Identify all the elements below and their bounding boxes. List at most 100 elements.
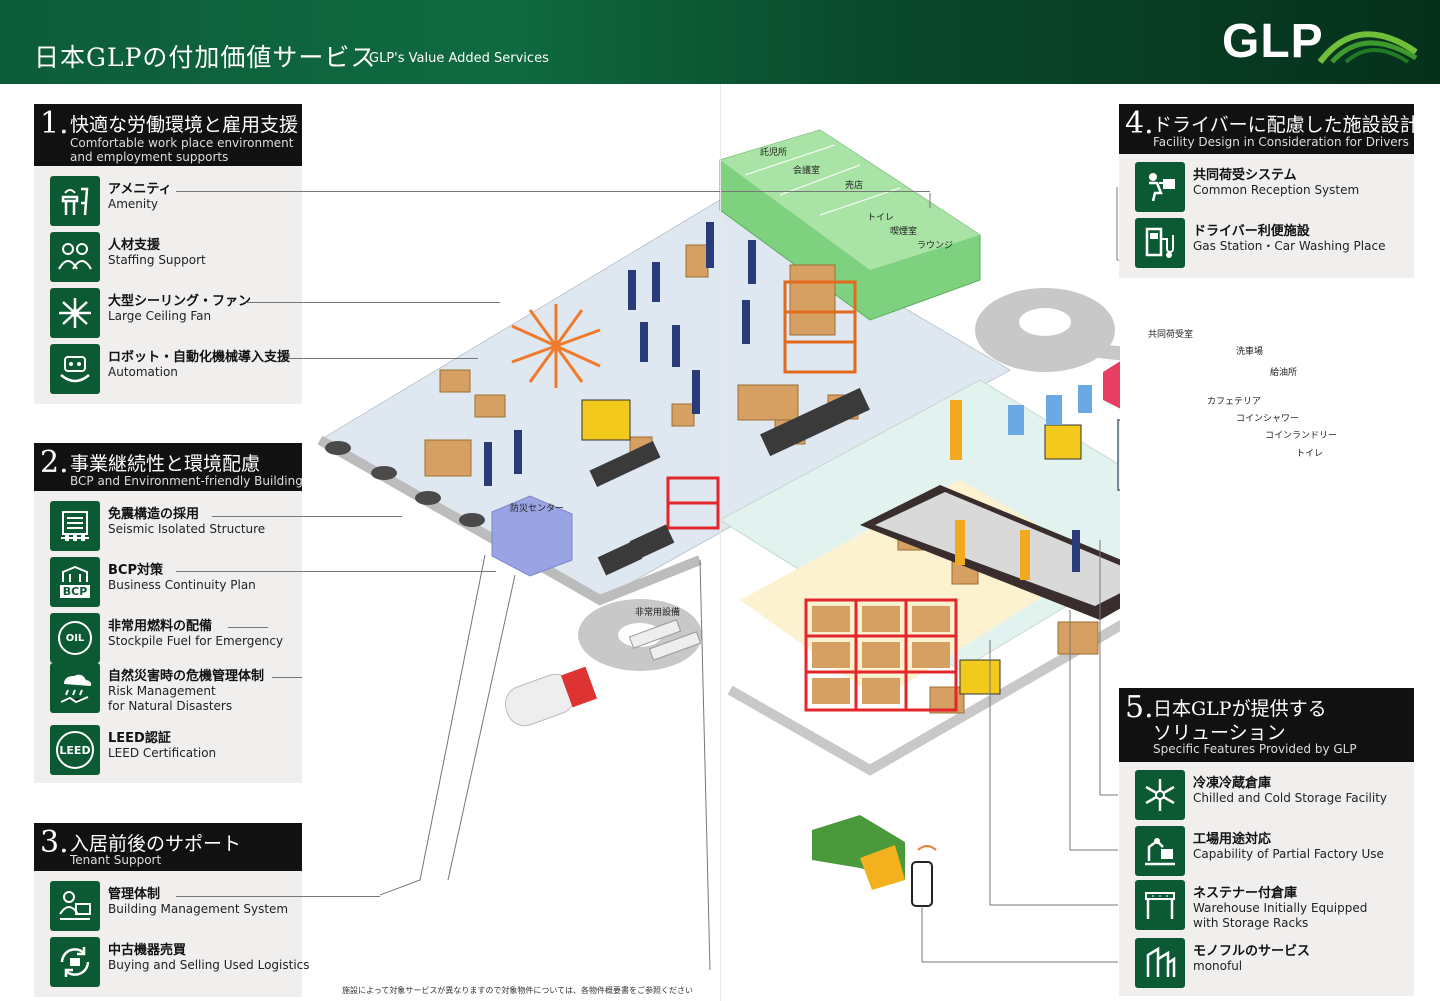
item-seismic-jp: 免震構造の採用 [108, 507, 200, 522]
leader-seismic [212, 516, 402, 517]
section-1-subtitle-line1: Comfortable work place environment [70, 136, 294, 150]
robot-arm [950, 400, 1030, 580]
box [685, 244, 709, 278]
emergency-equipment [628, 619, 702, 661]
leader-automation [288, 358, 478, 359]
label-meeting-room: 会議室 [793, 166, 821, 176]
road-bottom [727, 619, 1120, 776]
box [1057, 621, 1099, 655]
section-1-header: 1. 快適な労働環境と雇用支援 Comfortable work place e… [34, 104, 302, 166]
item-leed-en: LEED Certification [108, 746, 217, 760]
label-common-reception: 共同荷受室 [1148, 330, 1194, 340]
delivery-truck [812, 815, 905, 890]
section-2-header: 2. 事業継続性と環境配慮 BCP and Environment-friend… [34, 443, 303, 491]
box [424, 439, 472, 477]
box [737, 384, 799, 421]
box [789, 264, 836, 336]
item-nestainer-en-line1: Warehouse Initially Equipped [1193, 901, 1368, 915]
section-3-number: 3. [40, 825, 69, 860]
tanker-truck [504, 666, 598, 727]
disaster-icon [50, 663, 100, 713]
smartphone-icon [911, 861, 933, 907]
section-4-title: ドライバーに配慮した施設設計 [1153, 114, 1419, 136]
section-5-title-line2: ソリューション [1153, 722, 1286, 744]
item-risk-management-en-line1: Risk Management [108, 684, 216, 698]
label-cafeteria: カフェテリア [1207, 397, 1262, 407]
section-4-header: 4. ドライバーに配慮した施設設計 Facility Design in Con… [1119, 104, 1419, 154]
section-5-title-line1: 日本GLPが提供する [1153, 698, 1327, 720]
label-gas-station: 給油所 [1270, 368, 1298, 378]
steel-racks [1117, 419, 1120, 491]
page-subtitle: GLP's Value Added Services [369, 51, 549, 66]
item-cold-storage-en: Chilled and Cold Storage Facility [1193, 791, 1388, 805]
management-icon [50, 881, 100, 931]
reception-icon [1135, 162, 1185, 212]
orange-shelf [783, 280, 857, 374]
section-3-items: 管理体制 Building Management System 中古機器売買 B… [34, 871, 310, 997]
fan-icon [50, 288, 100, 338]
label-toilet: トイレ [867, 213, 895, 223]
section-3-header: 3. 入居前後のサポート Tenant Support [34, 823, 302, 871]
section-3-subtitle: Tenant Support [70, 853, 162, 867]
section-1-number: 1. [40, 106, 69, 141]
box [439, 369, 471, 393]
item-building-management-en: Building Management System [108, 902, 289, 916]
leed-icon-text: LEED [59, 743, 91, 757]
rack-icon [1135, 880, 1185, 930]
item-staffing-jp: 人材支援 [108, 238, 161, 253]
snowflake-icon [1135, 770, 1185, 820]
factory-icon [1135, 826, 1185, 876]
item-automation-jp: ロボット・自動化機械導入支援 [108, 350, 291, 365]
section-2-number: 2. [40, 445, 69, 480]
reception-gates [1008, 385, 1092, 435]
label-nursery: 託児所 [760, 148, 788, 158]
item-fuel-jp: 非常用燃料の配備 [108, 619, 213, 634]
label-toilet-driver: トイレ [1296, 449, 1324, 459]
item-driver-amenity-jp: ドライバー利便施設 [1193, 224, 1310, 239]
label-coin-laundry: コインランドリー [1265, 431, 1338, 441]
item-used-equipment-en: Buying and Selling Used Logistics [108, 958, 310, 972]
leader-management [176, 896, 380, 897]
label-coin-shower: コインシャワー [1236, 414, 1300, 424]
label-lounge: ラウンジ [917, 241, 954, 251]
leader-bcp [176, 571, 496, 572]
recycle-icon [50, 937, 100, 987]
item-bcp-en: Business Continuity Plan [108, 578, 256, 592]
bcp-icon-text: BCP [59, 585, 91, 598]
road-left [317, 435, 702, 606]
gas-station-icon [1135, 218, 1185, 268]
section-5-header: 5. 日本GLPが提供する ソリューション Specific Features … [1119, 688, 1414, 762]
leed-icon: LEED [50, 725, 100, 775]
item-common-reception-en: Common Reception System [1193, 183, 1360, 197]
seismic-isolators [325, 441, 485, 527]
section-1-subtitle-line2: and employment supports [70, 150, 229, 164]
item-ceiling-fan-jp: 大型シーリング・ファン [108, 294, 252, 309]
item-risk-management-en-line2: for Natural Disasters [108, 699, 233, 713]
seismic-icon [50, 501, 100, 551]
logo-arc-icon [1318, 31, 1418, 64]
label-disaster-center: 防災センター [510, 504, 565, 514]
red-frame-rack [666, 476, 720, 530]
section-2-title: 事業継続性と環境配慮 [70, 453, 261, 475]
leader-ceiling-fan [246, 302, 500, 303]
header-banner: 日本GLPの付加価値サービス GLP's Value Added Service… [0, 0, 1440, 84]
section-4-subtitle: Facility Design in Consideration for Dri… [1153, 135, 1409, 149]
leader-fuel [228, 627, 268, 628]
disaster-center-block [491, 495, 573, 577]
item-driver-amenity-en: Gas Station・Car Washing Place [1193, 239, 1386, 253]
label-emergency-equipment: 非常用設備 [635, 608, 681, 618]
section-2-subtitle: BCP and Environment-friendly Building [70, 474, 303, 488]
label-shop: 売店 [845, 181, 864, 191]
item-monoful-en: monoful [1193, 959, 1243, 973]
item-factory-use-jp: 工場用途対応 [1193, 832, 1272, 847]
oil-icon-text: OIL [65, 632, 85, 644]
forklift [581, 399, 1082, 695]
item-nestainer-jp: ネステナー付倉庫 [1193, 886, 1298, 901]
item-ceiling-fan-en: Large Ceiling Fan [108, 309, 212, 323]
monoful-icon [1135, 938, 1185, 988]
item-used-equipment-jp: 中古機器売買 [108, 943, 187, 958]
amenity-icon [50, 176, 100, 226]
box [671, 403, 695, 427]
item-automation-en: Automation [108, 365, 178, 379]
item-fuel-en: Stockpile Fuel for Emergency [108, 634, 284, 648]
